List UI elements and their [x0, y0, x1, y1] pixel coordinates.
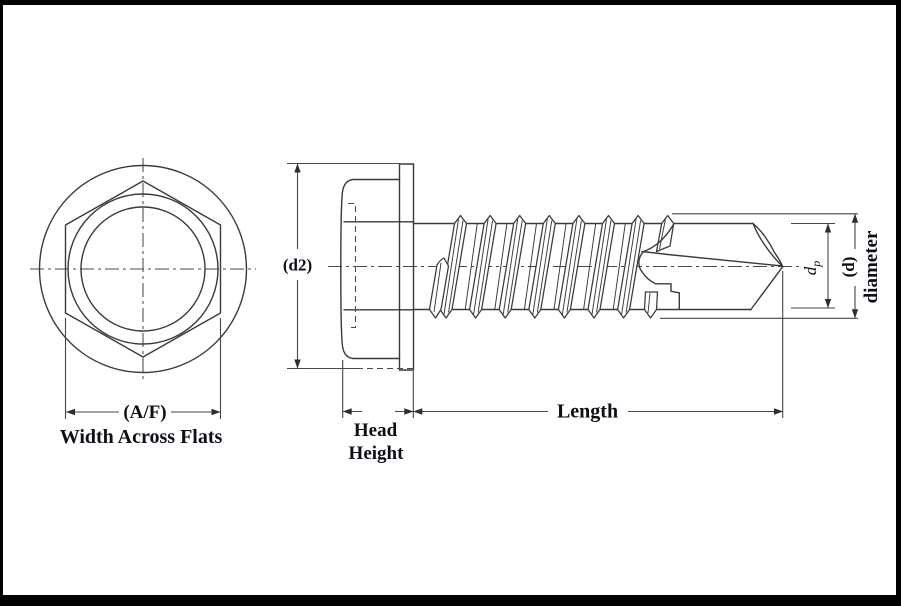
- d2-label: (d2): [283, 256, 312, 275]
- af-arrow-right: [211, 408, 221, 416]
- thread-root-helix: [583, 223, 597, 310]
- length-dimension: Length: [413, 271, 784, 423]
- thread-ridge-line: [591, 218, 607, 315]
- thread-root-helix: [612, 223, 626, 310]
- thread-ridge-line: [596, 220, 612, 313]
- thread-ridge-line: [507, 220, 523, 313]
- d-arrow-top: [851, 213, 859, 223]
- d-label: (d): [839, 257, 858, 278]
- thread-runout-ridge: [428, 257, 450, 319]
- thread-ridge-line: [477, 220, 494, 313]
- thread-ridges: [439, 214, 645, 319]
- dp-arrow-top: [824, 223, 832, 233]
- head-height-dimension: Head Height: [342, 360, 414, 464]
- drill-flute-edge: [641, 250, 783, 267]
- thread-root-helix: [553, 223, 567, 310]
- head-crown-circle: [80, 206, 206, 332]
- thread-ridge-line: [502, 218, 519, 315]
- drill-cutting-lip-outer: [752, 222, 784, 268]
- thread-dia-dimension: (d) diameter: [660, 213, 882, 319]
- width-across-flats-dimension: (A/F) Width Across Flats: [60, 318, 223, 448]
- dp-arrow-bottom: [824, 299, 832, 308]
- thread-ridge-line: [625, 220, 642, 313]
- thread-partial-top-line: [659, 218, 666, 250]
- drill-point-dia-dimension: dp: [791, 222, 835, 309]
- thread-root-helix: [464, 223, 478, 310]
- washer-flange-side: [398, 163, 415, 371]
- thread-ridge-line: [473, 218, 489, 315]
- head-height-label-line1: Head: [354, 420, 398, 441]
- drill-tip-chamfer: [749, 266, 784, 311]
- drill-cutting-lip-inner: [752, 222, 784, 268]
- thread-ridge-line: [532, 218, 548, 315]
- d2-dimension: (d2): [283, 162, 413, 370]
- d-arrow-bottom: [851, 309, 859, 319]
- width-across-flats-caption: Width Across Flats: [60, 426, 223, 448]
- thread-ridge-line: [561, 218, 578, 315]
- af-label: (A/F): [123, 402, 166, 423]
- drill-flute-notch: [638, 223, 680, 311]
- d2-arrow-top: [294, 163, 301, 173]
- length-arrow-right: [774, 408, 783, 415]
- thread-ridge-line: [448, 220, 464, 313]
- thread-ridge-line: [566, 220, 582, 313]
- length-arrow-left: [413, 408, 423, 415]
- washer-flange-circle: [38, 164, 248, 374]
- hex-outline: [64, 180, 222, 358]
- drill-point: [638, 222, 784, 311]
- hex-head-profile: [340, 178, 401, 360]
- side-view: (d2) Head Height Length: [283, 162, 882, 464]
- thread-partial-bottom-line: [647, 292, 651, 314]
- hidden-hex-edge: [348, 202, 357, 329]
- hex-inscribed-circle: [67, 193, 219, 345]
- thread-runout-line: [433, 262, 442, 313]
- thread-ridge-line: [443, 218, 459, 315]
- thread-root-helix: [494, 223, 508, 310]
- head-height-label-line2: Height: [349, 443, 405, 464]
- thread-ridge-line: [536, 220, 553, 313]
- af-arrow-left: [66, 408, 75, 416]
- thread-root-helix: [523, 223, 537, 310]
- hh-arrow-right: [404, 408, 414, 415]
- front-view: (A/F) Width Across Flats: [30, 158, 256, 448]
- length-label: Length: [557, 401, 618, 423]
- hh-arrow-left: [342, 408, 352, 415]
- thread-ridge-line: [621, 218, 637, 315]
- d2-arrow-bottom: [294, 359, 301, 369]
- diameter-caption: diameter: [861, 230, 882, 303]
- dp-label: dp: [801, 261, 823, 276]
